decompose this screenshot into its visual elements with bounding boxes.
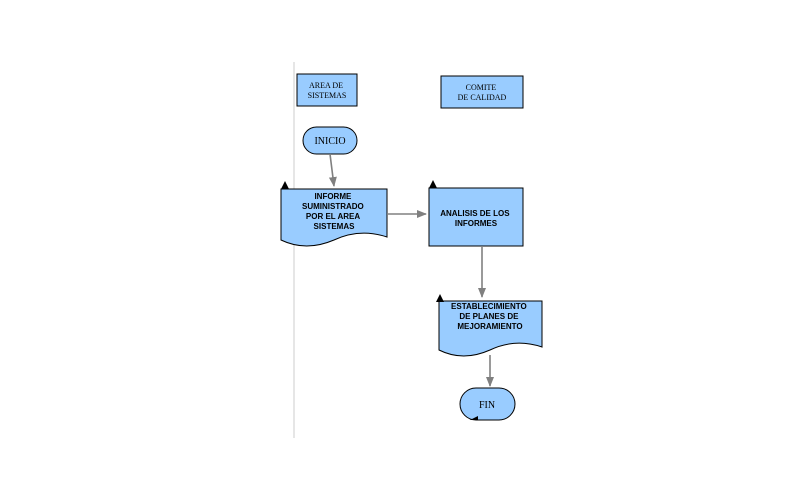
svg-text:INFORME SUMINISTRADO: INFORME SUMINISTRADO POR EL AREA SISTEMA… [302, 192, 366, 231]
informe-line-2: SUMINISTRADO [302, 202, 364, 211]
establecimiento-line-1: ESTABLECIMIENTO [451, 302, 527, 311]
informe-line-4: SISTEMAS [314, 222, 356, 231]
terminator-corner-marker [470, 416, 478, 420]
informe-line-1: INFORME [314, 192, 352, 201]
end-terminator-label: FIN [479, 400, 495, 411]
svg-text:ESTABLECIMIENTO DE PLANE: ESTABLECIMIENTO DE PLANES DE MEJORAMIENT… [451, 302, 529, 331]
lane-header-comite-calidad: COMITE DE CALIDAD [440, 75, 524, 109]
process-corner-marker [429, 180, 437, 188]
analisis-line-2: INFORMES [455, 219, 498, 228]
lane-header-area-sistemas: AREA DE SISTEMAS [296, 73, 358, 107]
establecimiento-document-node: ESTABLECIMIENTO DE PLANES DE MEJORAMIENT… [436, 294, 543, 357]
svg-text:AREA DE SISTEMAS: AREA DE SISTEMAS [308, 81, 347, 100]
lane-header-comite-calidad-line-1: COMITE [466, 83, 497, 92]
start-terminator-label: INICIO [314, 136, 345, 147]
informe-document-node: INFORME SUMINISTRADO POR EL AREA SISTEMA… [280, 181, 388, 247]
analisis-line-1: ANALISIS DE LOS [440, 209, 510, 218]
establecimiento-line-2: DE PLANES DE [459, 312, 519, 321]
lane-header-area-sistemas-line-1: AREA DE [309, 81, 343, 90]
start-terminator: INICIO [302, 126, 358, 155]
establecimiento-line-3: MEJORAMIENTO [457, 322, 522, 331]
end-terminator: FIN [459, 387, 516, 421]
document-corner-marker [436, 294, 444, 302]
informe-line-3: POR EL AREA [306, 212, 360, 221]
analisis-process-node: ANALISIS DE LOS INFORMES [428, 180, 524, 247]
svg-text:COMITE DE CALIDAD: COMITE DE CALIDAD [458, 83, 507, 102]
document-corner-marker [281, 181, 289, 189]
lane-header-comite-calidad-line-2: DE CALIDAD [458, 93, 507, 102]
lane-header-area-sistemas-line-2: SISTEMAS [308, 91, 347, 100]
svg-text:ANALISIS DE LOS INFORMES: ANALISIS DE LOS INFORMES [440, 209, 512, 228]
connector-inicio-to-informe [328, 153, 337, 187]
